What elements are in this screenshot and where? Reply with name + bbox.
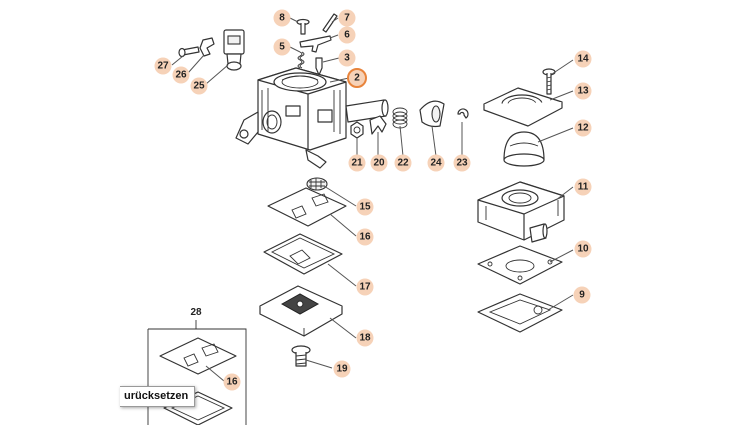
svg-text:14: 14: [577, 54, 589, 65]
callout-22[interactable]: 22: [394, 154, 412, 172]
part-2-carburetor-body[interactable]: [235, 67, 389, 169]
part-14-screw[interactable]: [542, 68, 556, 95]
part-23-e-clip[interactable]: [457, 108, 469, 119]
svg-text:20: 20: [373, 158, 385, 169]
svg-text:5: 5: [279, 42, 285, 53]
svg-text:27: 27: [157, 61, 169, 72]
svg-text:16: 16: [226, 377, 238, 388]
svg-text:12: 12: [577, 123, 589, 134]
part-10-diaphragm[interactable]: [477, 245, 563, 285]
callout-24[interactable]: 24: [427, 154, 445, 172]
svg-text:21: 21: [351, 158, 363, 169]
callout-2[interactable]: 2: [347, 68, 367, 88]
callout-14[interactable]: 14: [574, 50, 592, 68]
callout-17[interactable]: 17: [356, 278, 374, 296]
callout-7[interactable]: 7: [338, 9, 356, 27]
part-21-nut[interactable]: [350, 121, 364, 139]
callout-18[interactable]: 18: [356, 329, 374, 347]
reset-button[interactable]: urücksetzen: [120, 386, 196, 407]
part-12-primer-bulb[interactable]: [503, 131, 545, 167]
svg-text:2: 2: [354, 73, 360, 84]
callout-5[interactable]: 5: [273, 38, 291, 56]
svg-text:8: 8: [279, 13, 285, 24]
callout-19[interactable]: 19: [333, 360, 351, 378]
svg-text:6: 6: [344, 30, 350, 41]
part-7-pin[interactable]: [322, 13, 338, 33]
callout-12[interactable]: 12: [574, 119, 592, 137]
part-22-spring[interactable]: [392, 107, 408, 129]
part-6-lever[interactable]: [299, 35, 332, 53]
part-26-clip[interactable]: [199, 37, 215, 57]
callout-27[interactable]: 27: [154, 57, 172, 75]
part-15-screen[interactable]: [306, 177, 328, 191]
part-16-gasket[interactable]: [267, 187, 347, 227]
part-19-screw[interactable]: [291, 345, 311, 367]
callout-10[interactable]: 10: [574, 240, 592, 258]
callout-21[interactable]: 21: [348, 154, 366, 172]
svg-text:16: 16: [359, 232, 371, 243]
svg-text:13: 13: [577, 86, 589, 97]
svg-text:25: 25: [193, 81, 205, 92]
part-9-gasket[interactable]: [477, 293, 563, 333]
callout-23[interactable]: 23: [453, 154, 471, 172]
part-11-pump-housing[interactable]: [477, 181, 565, 243]
part-5-spring[interactable]: [297, 51, 305, 69]
callout-16-kit[interactable]: 16: [223, 373, 241, 391]
callout-6[interactable]: 6: [338, 26, 356, 44]
group-label: 28: [190, 307, 202, 318]
part-13-cover[interactable]: [483, 87, 563, 127]
part-17-diaphragm[interactable]: [263, 233, 343, 275]
callout-8[interactable]: 8: [273, 9, 291, 27]
svg-text:24: 24: [430, 158, 442, 169]
svg-text:7: 7: [344, 13, 350, 24]
part-25-valve[interactable]: [223, 29, 245, 71]
svg-text:18: 18: [359, 333, 371, 344]
svg-text:10: 10: [577, 244, 589, 255]
callout-13[interactable]: 13: [574, 82, 592, 100]
svg-text:19: 19: [336, 364, 348, 375]
callout-3[interactable]: 3: [338, 49, 356, 67]
kit-group-28: 28: [147, 307, 247, 425]
part-24-cone[interactable]: [419, 100, 445, 128]
part-20-clip[interactable]: [369, 115, 387, 135]
part-3-needle[interactable]: [315, 57, 323, 76]
callout-9[interactable]: 9: [573, 286, 591, 304]
callout-20[interactable]: 20: [370, 154, 388, 172]
svg-text:17: 17: [359, 282, 371, 293]
svg-text:11: 11: [578, 182, 589, 193]
part-27-screw[interactable]: [178, 46, 200, 58]
svg-text:15: 15: [359, 202, 371, 213]
svg-text:26: 26: [175, 70, 187, 81]
callout-11[interactable]: 11: [574, 178, 592, 196]
part-8-screw[interactable]: [296, 18, 310, 35]
leader-lines: [171, 17, 574, 382]
svg-text:23: 23: [456, 158, 468, 169]
callout-26[interactable]: 26: [172, 66, 190, 84]
part-18-metering-cover[interactable]: [259, 285, 343, 337]
callout-16[interactable]: 16: [356, 228, 374, 246]
svg-text:3: 3: [344, 53, 350, 64]
svg-text:9: 9: [579, 290, 585, 301]
svg-text:22: 22: [397, 158, 409, 169]
callout-25[interactable]: 25: [190, 77, 208, 95]
callout-15[interactable]: 15: [356, 198, 374, 216]
